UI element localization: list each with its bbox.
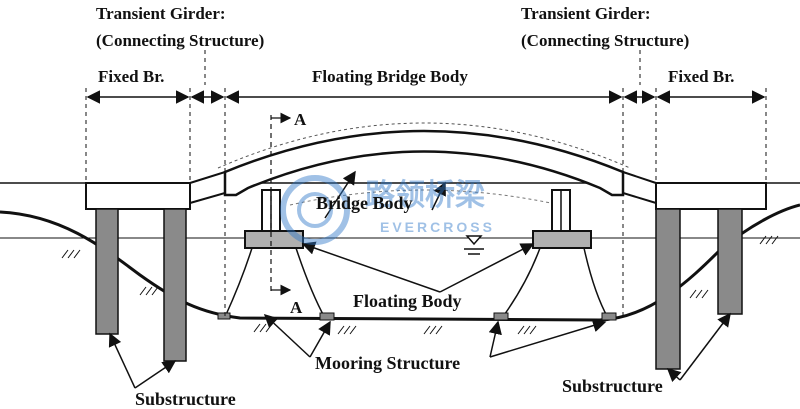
section-line-a [270, 112, 292, 296]
watermark: 路领桥梁 EVERCROSS [280, 175, 495, 245]
label-substructure-left: Substructure [135, 389, 236, 409]
left-floating-body [244, 230, 304, 249]
mooring-anchors [217, 312, 617, 321]
right-fixed-deck [655, 182, 767, 210]
leader-lines [108, 170, 731, 389]
bridge-body-dashed-outline [217, 122, 631, 169]
left-pier-2 [163, 208, 187, 362]
right-transient-girder [622, 170, 657, 205]
label-substructure-right: Substructure [562, 376, 663, 396]
label-section-a-top: A [294, 110, 307, 129]
label-transient-right-1: Transient Girder: [521, 4, 651, 23]
watermark-en: EVERCROSS [380, 219, 495, 235]
watermark-cn: 路领桥梁 [365, 178, 485, 212]
label-bridge-body: Bridge Body [316, 193, 413, 213]
right-pier-1 [655, 208, 681, 370]
label-floating-body: Floating Body [353, 291, 462, 311]
label-transient-left-1: Transient Girder: [96, 4, 226, 23]
bridge-body-dashed-outline-lower [289, 189, 561, 206]
watermark-logo-icon [280, 175, 350, 245]
label-transient-left-2: (Connecting Structure) [96, 31, 264, 50]
label-floating-bridge-body: Floating Bridge Body [312, 67, 468, 86]
left-transient-girder [189, 170, 226, 205]
label-fixed-right: Fixed Br. [668, 67, 734, 86]
left-pier-1 [95, 208, 119, 335]
label-fixed-left: Fixed Br. [98, 67, 164, 86]
water-level-symbol [464, 235, 484, 255]
extent-lines [85, 50, 767, 320]
label-transient-right-2: (Connecting Structure) [521, 31, 689, 50]
label-mooring-structure: Mooring Structure [315, 353, 460, 373]
bridge-body-deck [223, 129, 625, 197]
left-fixed-deck [85, 182, 191, 210]
label-section-a-bottom: A [290, 298, 303, 317]
right-floating-body [532, 230, 592, 249]
watermark-logo-inner-icon [297, 192, 333, 228]
right-pier-2 [717, 208, 743, 315]
